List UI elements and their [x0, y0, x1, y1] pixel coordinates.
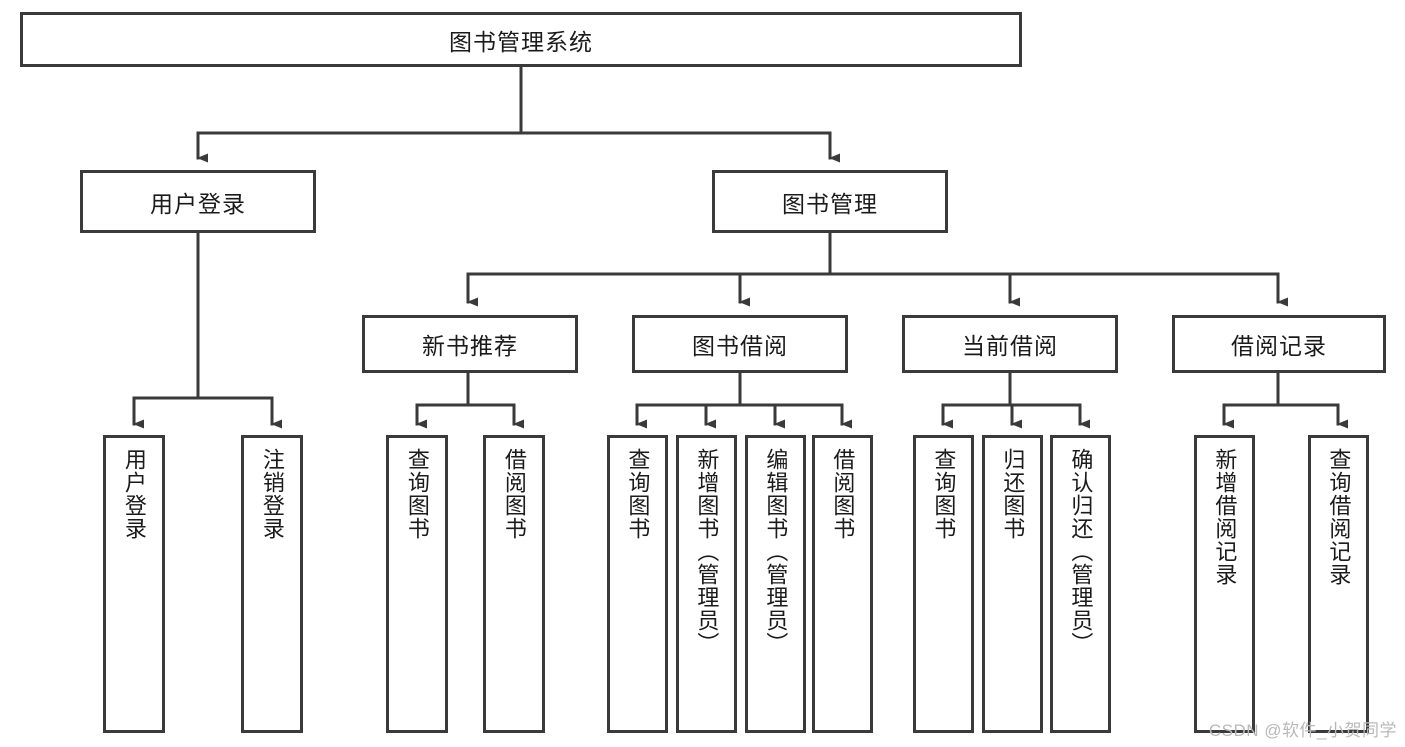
leaf-add-book[interactable]: 新增图书（管理员）	[676, 435, 737, 733]
leaf-query-book-recommend-label: 查询图书	[404, 448, 430, 540]
leaf-user-logout-label: 注销登录	[259, 448, 285, 540]
node-new-book-recommend[interactable]: 新书推荐	[362, 315, 578, 373]
leaf-query-book-borrow-label: 查询图书	[625, 448, 651, 540]
leaf-edit-book-label: 编辑图书（管理员）	[763, 448, 789, 655]
leaf-query-borrow-record[interactable]: 查询借阅记录	[1308, 435, 1369, 733]
leaf-edit-book[interactable]: 编辑图书（管理员）	[745, 435, 806, 733]
edge-currentborrow-to-leaves	[941, 371, 1090, 429]
edge-root-to-level2	[196, 65, 840, 163]
node-user-login-label: 用户登录	[150, 190, 246, 217]
node-current-borrow-label: 当前借阅	[962, 333, 1058, 359]
leaf-query-book-current-label: 查询图书	[931, 448, 957, 540]
node-book-borrow-label: 图书借阅	[692, 333, 788, 359]
edge-userlogin-to-leaves	[132, 231, 282, 429]
node-root-book-management-system[interactable]: 图书管理系统	[20, 12, 1022, 67]
node-borrow-record[interactable]: 借阅记录	[1172, 315, 1386, 373]
leaf-borrow-book-label: 借阅图书	[830, 448, 856, 540]
leaf-add-borrow-record-label: 新增借阅记录	[1212, 448, 1238, 586]
edge-bookmanage-to-level3	[466, 231, 1288, 307]
node-user-login[interactable]: 用户登录	[80, 170, 316, 233]
node-book-manage-label: 图书管理	[782, 190, 878, 217]
leaf-return-book-label: 归还图书	[1000, 448, 1026, 540]
edge-newbook-to-leaves	[415, 371, 524, 429]
edge-bookborrow-to-leaves	[635, 371, 852, 429]
leaf-confirm-return-label: 确认归还（管理员）	[1068, 448, 1094, 655]
leaf-add-book-label: 新增图书（管理员）	[694, 448, 720, 655]
edge-borrowrecord-to-leaves	[1222, 371, 1348, 429]
node-root-label: 图书管理系统	[449, 28, 593, 55]
leaf-user-login-label: 用户登录	[121, 448, 147, 540]
leaf-query-borrow-record-label: 查询借阅记录	[1326, 448, 1352, 586]
leaf-borrow-book-recommend-label: 借阅图书	[501, 448, 527, 540]
node-borrow-record-label: 借阅记录	[1231, 333, 1327, 359]
node-book-borrow[interactable]: 图书借阅	[632, 315, 848, 373]
leaf-confirm-return[interactable]: 确认归还（管理员）	[1050, 435, 1111, 733]
leaf-user-logout[interactable]: 注销登录	[241, 435, 303, 733]
leaf-query-book-current[interactable]: 查询图书	[913, 435, 974, 733]
leaf-borrow-book-recommend[interactable]: 借阅图书	[483, 435, 545, 733]
leaf-query-book-recommend[interactable]: 查询图书	[386, 435, 448, 733]
leaf-borrow-book[interactable]: 借阅图书	[812, 435, 873, 733]
leaf-user-login[interactable]: 用户登录	[103, 435, 165, 733]
leaf-query-book-borrow[interactable]: 查询图书	[607, 435, 668, 733]
node-book-manage[interactable]: 图书管理	[712, 170, 948, 233]
node-new-book-recommend-label: 新书推荐	[422, 333, 518, 359]
node-current-borrow[interactable]: 当前借阅	[902, 315, 1118, 373]
leaf-add-borrow-record[interactable]: 新增借阅记录	[1194, 435, 1255, 733]
leaf-return-book[interactable]: 归还图书	[982, 435, 1043, 733]
